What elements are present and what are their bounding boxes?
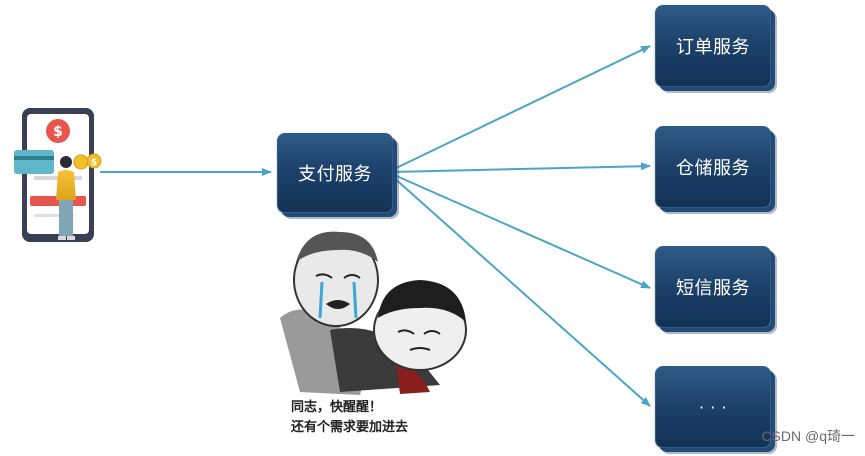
sms-service-node: 短信服务 [655,246,771,328]
svg-text:$: $ [53,124,63,140]
order-service-node: 订单服务 [655,5,771,87]
meme-illustration [280,231,467,395]
arrow-payment-to-order [391,45,651,171]
warehouse-service-node: 仓储服务 [655,126,771,208]
meme-caption-line-1: 同志，快醒醒！ [291,400,383,415]
arrow-payment-to-more [391,175,651,407]
phone-payment-illustration: $ $ [14,108,102,242]
arrow-payment-to-warehouse [391,162,651,173]
meme-caption: 同志，快醒醒！ 还有个需求要加进去 [291,398,408,438]
svg-text:$: $ [91,158,97,168]
watermark: CSDN @q琦一 [761,428,855,444]
payment-service-node: 支付服务 [277,133,393,213]
more-services-node: · · · [655,366,771,448]
meme-caption-line-2: 还有个需求要加进去 [291,420,409,435]
arrow-payment-to-sms [391,173,651,289]
